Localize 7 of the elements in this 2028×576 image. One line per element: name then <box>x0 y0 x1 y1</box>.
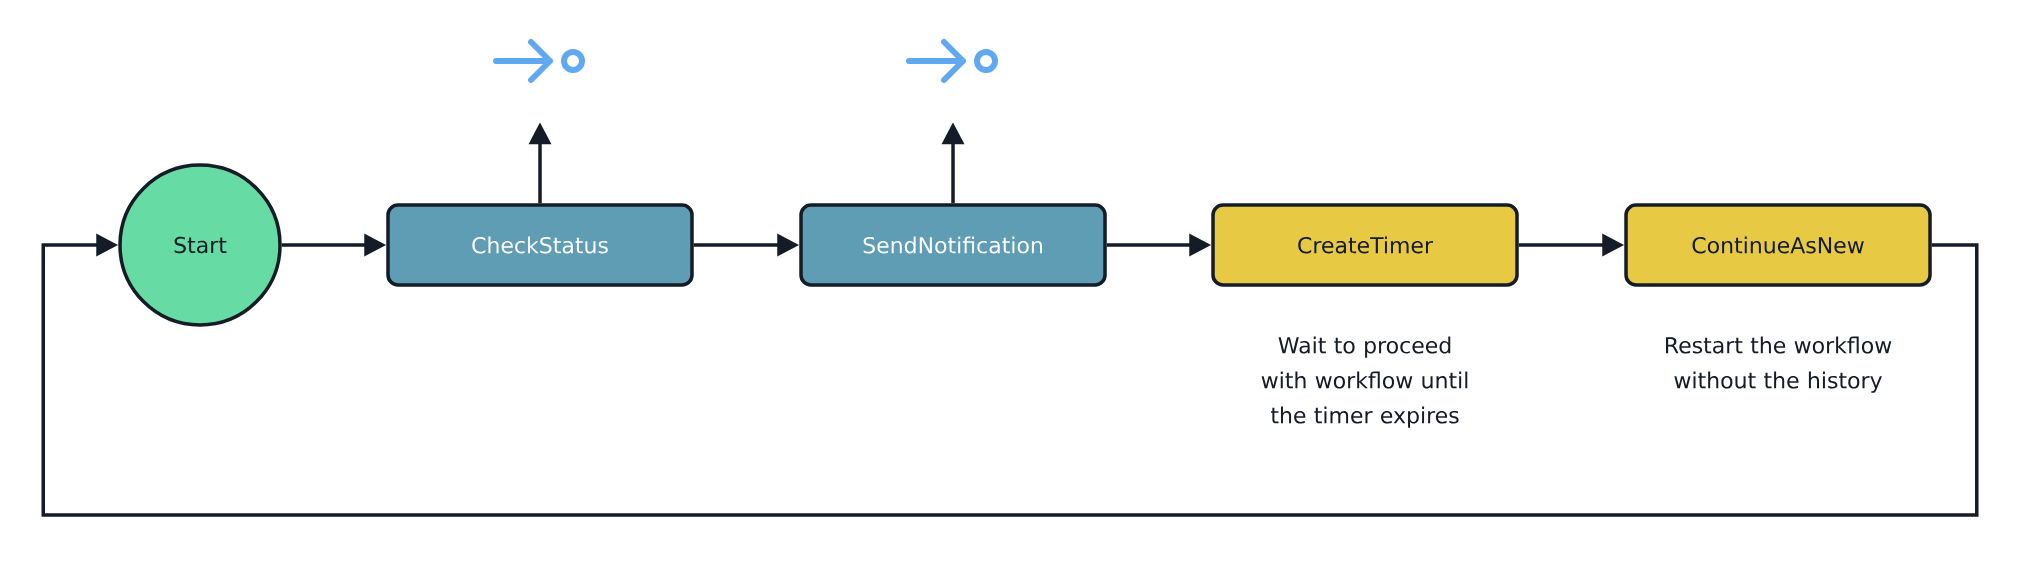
process-box: CreateTimer <box>1211 203 1519 287</box>
process-box: SendNotification <box>799 203 1107 287</box>
arrow <box>41 233 1979 517</box>
process-box: CheckStatus <box>386 203 694 287</box>
note-text: Wait to proceed with workflow until the timer expires <box>1261 336 1468 428</box>
note-text: Restart the workflow without the history <box>1666 336 1892 393</box>
process-box: ContinueAsNew <box>1624 203 1932 287</box>
